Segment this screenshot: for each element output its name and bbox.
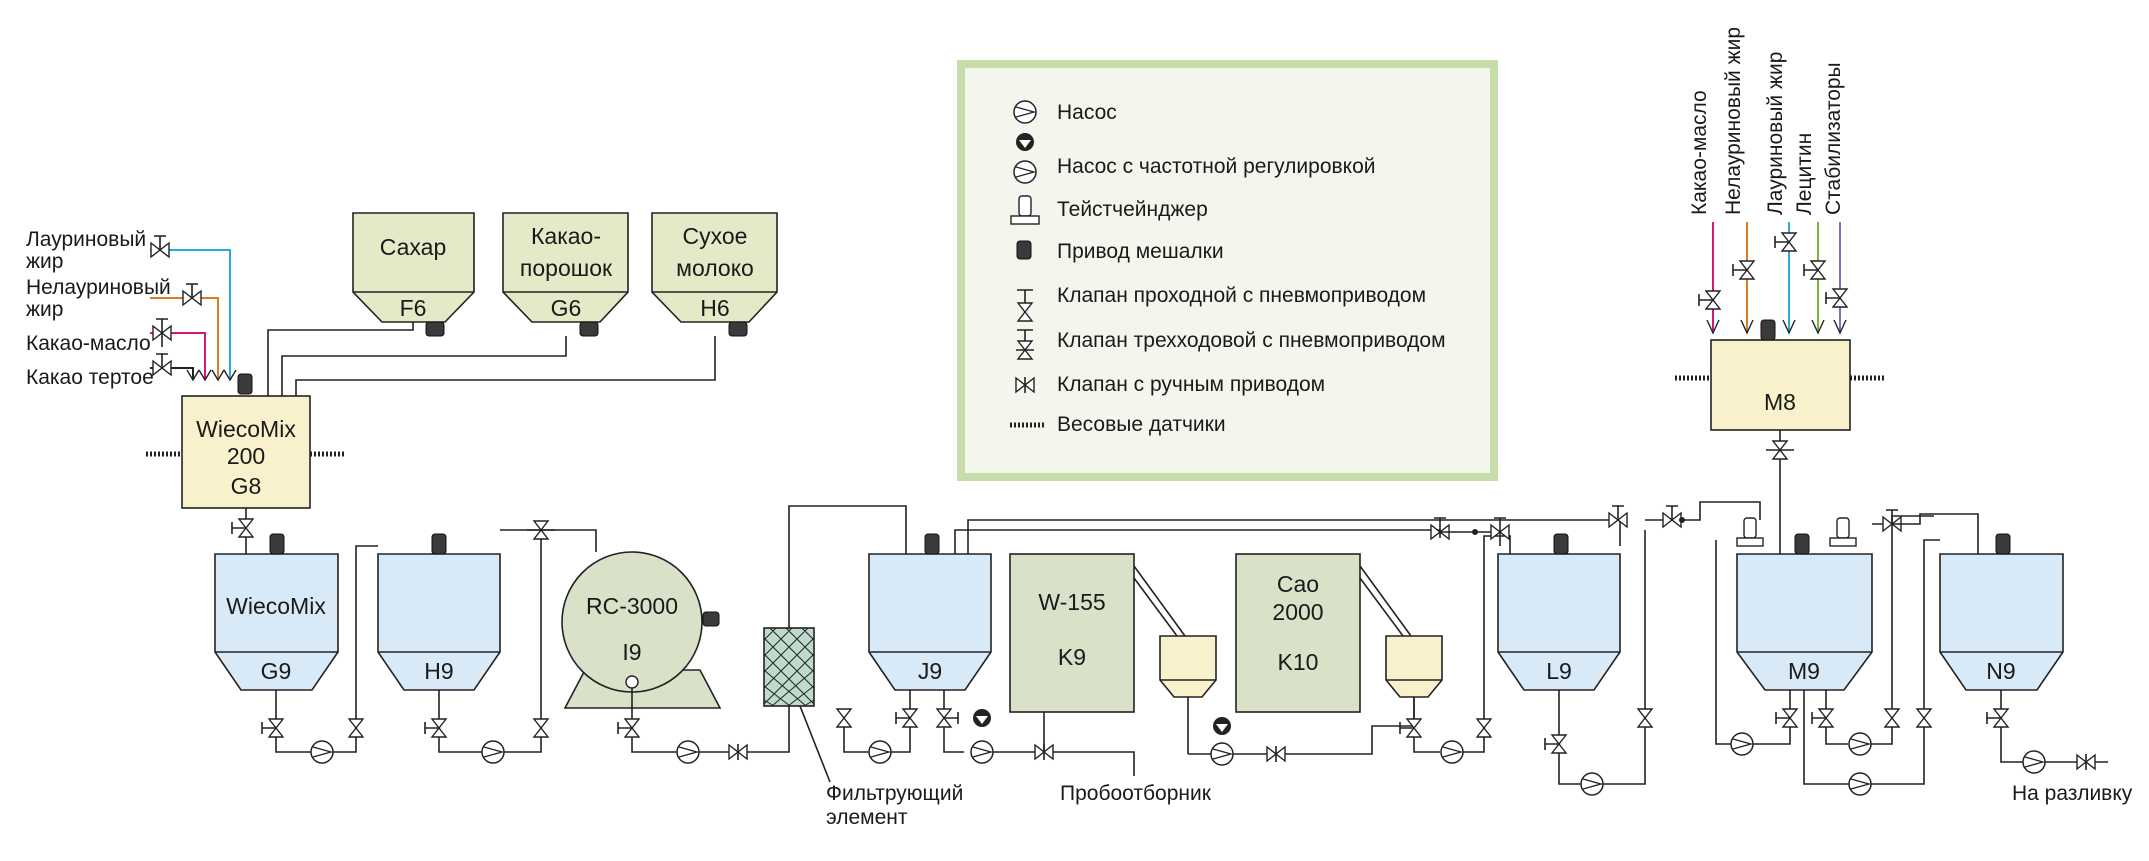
hopper-cocoa-line1: Какао- bbox=[531, 223, 601, 249]
g9-id: G9 bbox=[261, 658, 292, 684]
hopper-milk-line1: Сухое bbox=[683, 223, 748, 249]
m8-id: M8 bbox=[1764, 389, 1796, 415]
k10-id: K10 bbox=[1278, 649, 1319, 675]
taste-changer-icon bbox=[1829, 517, 1857, 547]
k10-name-line2: 2000 bbox=[1272, 599, 1323, 625]
g8-name-line2: 200 bbox=[227, 443, 265, 469]
manual-valve-icon bbox=[1015, 377, 1035, 393]
hopper-cocoa-line2: порошок bbox=[520, 255, 613, 281]
input-right-nonlauric: Нелауриновый жир bbox=[1722, 27, 1745, 215]
hopper-g6-id: G6 bbox=[551, 295, 582, 321]
hopper-g6: Какао- порошок G6 bbox=[502, 212, 629, 337]
l9-id: L9 bbox=[1546, 658, 1572, 684]
legend-taste-changer: Тейстчейнджер bbox=[1057, 198, 1208, 221]
input-right-stabilizers: Стабилизаторы bbox=[1822, 62, 1845, 215]
legend-vfd-pump: Насос с частотной регулировкой bbox=[1057, 155, 1376, 178]
pump-icon bbox=[1013, 100, 1037, 124]
input-cocoa-mass: Какао тертое bbox=[26, 366, 154, 389]
legend-pump: Насос bbox=[1057, 101, 1117, 124]
k10-name-line1: Cao bbox=[1277, 571, 1319, 597]
tempering-unit-k10 bbox=[1385, 635, 1443, 698]
input-right-cocoa-butter: Какао-масло bbox=[1688, 90, 1711, 215]
agitator-drive-icon bbox=[269, 533, 285, 555]
m9-id: M9 bbox=[1788, 658, 1820, 684]
input-lauric-line1: Лауриновый bbox=[26, 228, 146, 251]
agitator-drive-icon bbox=[1760, 319, 1776, 341]
input-nonlauric-line1: Нелауриновый bbox=[26, 276, 171, 299]
j9-id: J9 bbox=[918, 658, 942, 684]
machine-k9: W-155 K9 bbox=[1009, 553, 1135, 713]
legend-manual-valve: Клапан с ручным приводом bbox=[1057, 373, 1325, 396]
agitator-drive-icon bbox=[431, 533, 447, 555]
machine-k10: Cao 2000 K10 bbox=[1235, 553, 1361, 713]
left-inputs: Лауриновый жир Нелауриновый жир Какао-ма… bbox=[26, 228, 237, 389]
hopper-h6: Сухое молоко H6 bbox=[651, 212, 778, 337]
i9-id: I9 bbox=[622, 639, 641, 665]
g8-id: G8 bbox=[231, 473, 262, 499]
agitator-drive-icon bbox=[702, 611, 720, 627]
pneumatic-valve-icon bbox=[1017, 289, 1033, 322]
input-right-lecithin: Лецитин bbox=[1793, 133, 1816, 215]
hopper-f6-id: F6 bbox=[400, 295, 427, 321]
k9-name: W-155 bbox=[1038, 589, 1105, 615]
input-cocoa-butter: Какао-масло bbox=[26, 332, 151, 355]
tank-h9: H9 bbox=[377, 533, 501, 691]
tank-g9: WiecoMix G9 bbox=[214, 533, 339, 691]
input-right-lauric: Лауриновый жир bbox=[1764, 52, 1787, 215]
bottling-label: На разливку bbox=[2012, 782, 2133, 805]
filter-label-line1: Фильтрующий bbox=[826, 782, 963, 805]
agitator-drive-icon bbox=[1016, 240, 1032, 260]
i9-name: RC-3000 bbox=[586, 593, 678, 619]
agitator-drive-icon bbox=[579, 321, 599, 337]
sampler-label: Пробоотборник bbox=[1060, 782, 1212, 805]
agitator-drive-icon bbox=[728, 321, 748, 337]
right-inputs: Какао-масло Нелауриновый жир Лауриновый … bbox=[1688, 27, 1848, 335]
agitator-drive-icon bbox=[425, 321, 445, 337]
legend-agitator-drive: Привод мешалки bbox=[1057, 240, 1224, 263]
agitator-drive-icon bbox=[1995, 533, 2011, 555]
legend-pneumatic-valve: Клапан проходной с пневмоприводом bbox=[1057, 284, 1426, 307]
filter-label-line2: элемент bbox=[826, 806, 908, 829]
tank-m9: M9 bbox=[1736, 517, 1873, 691]
legend-panel: Насос Насос с частотной регулировкой Тей… bbox=[957, 60, 1498, 481]
hopper-sugar-name: Сахар bbox=[380, 234, 446, 260]
hopper-f6: Сахар F6 bbox=[352, 212, 475, 337]
input-nonlauric-line2: жир bbox=[26, 298, 63, 321]
n9-id: N9 bbox=[1986, 658, 2015, 684]
g8-name-line1: WiecoMix bbox=[196, 416, 296, 442]
tank-n9: N9 bbox=[1939, 533, 2064, 691]
tank-j9: J9 bbox=[868, 533, 992, 691]
taste-changer-icon bbox=[1736, 517, 1764, 547]
agitator-drive-icon bbox=[237, 373, 253, 395]
hopper-feed-lines bbox=[267, 322, 716, 396]
taste-changer-icon bbox=[1010, 195, 1040, 225]
hopper-h6-id: H6 bbox=[700, 295, 729, 321]
mixer-m8: M8 bbox=[1675, 319, 1886, 431]
filter-element bbox=[763, 627, 815, 707]
agitator-drive-icon bbox=[1553, 533, 1569, 555]
agitator-drive-icon bbox=[1794, 533, 1810, 555]
tempering-unit-k9 bbox=[1159, 635, 1217, 698]
premixer-g8: WiecoMix 200 G8 bbox=[146, 373, 346, 509]
agitator-drive-icon bbox=[924, 533, 940, 555]
hopper-milk-line2: молоко bbox=[676, 255, 754, 281]
input-lauric-line2: жир bbox=[26, 250, 63, 273]
tank-l9: L9 bbox=[1497, 533, 1621, 691]
ball-mill-i9: RC-3000 I9 bbox=[561, 551, 722, 709]
legend-three-way-valve: Клапан трехходовой с пневмоприводом bbox=[1057, 329, 1446, 352]
k9-id: K9 bbox=[1058, 644, 1086, 670]
three-way-valve-icon bbox=[1016, 329, 1034, 360]
h9-id: H9 bbox=[424, 658, 453, 684]
g9-name: WiecoMix bbox=[226, 593, 326, 619]
legend-load-cells: Весовые датчики bbox=[1057, 413, 1226, 436]
piping: Пробоотборник bbox=[261, 501, 2133, 805]
